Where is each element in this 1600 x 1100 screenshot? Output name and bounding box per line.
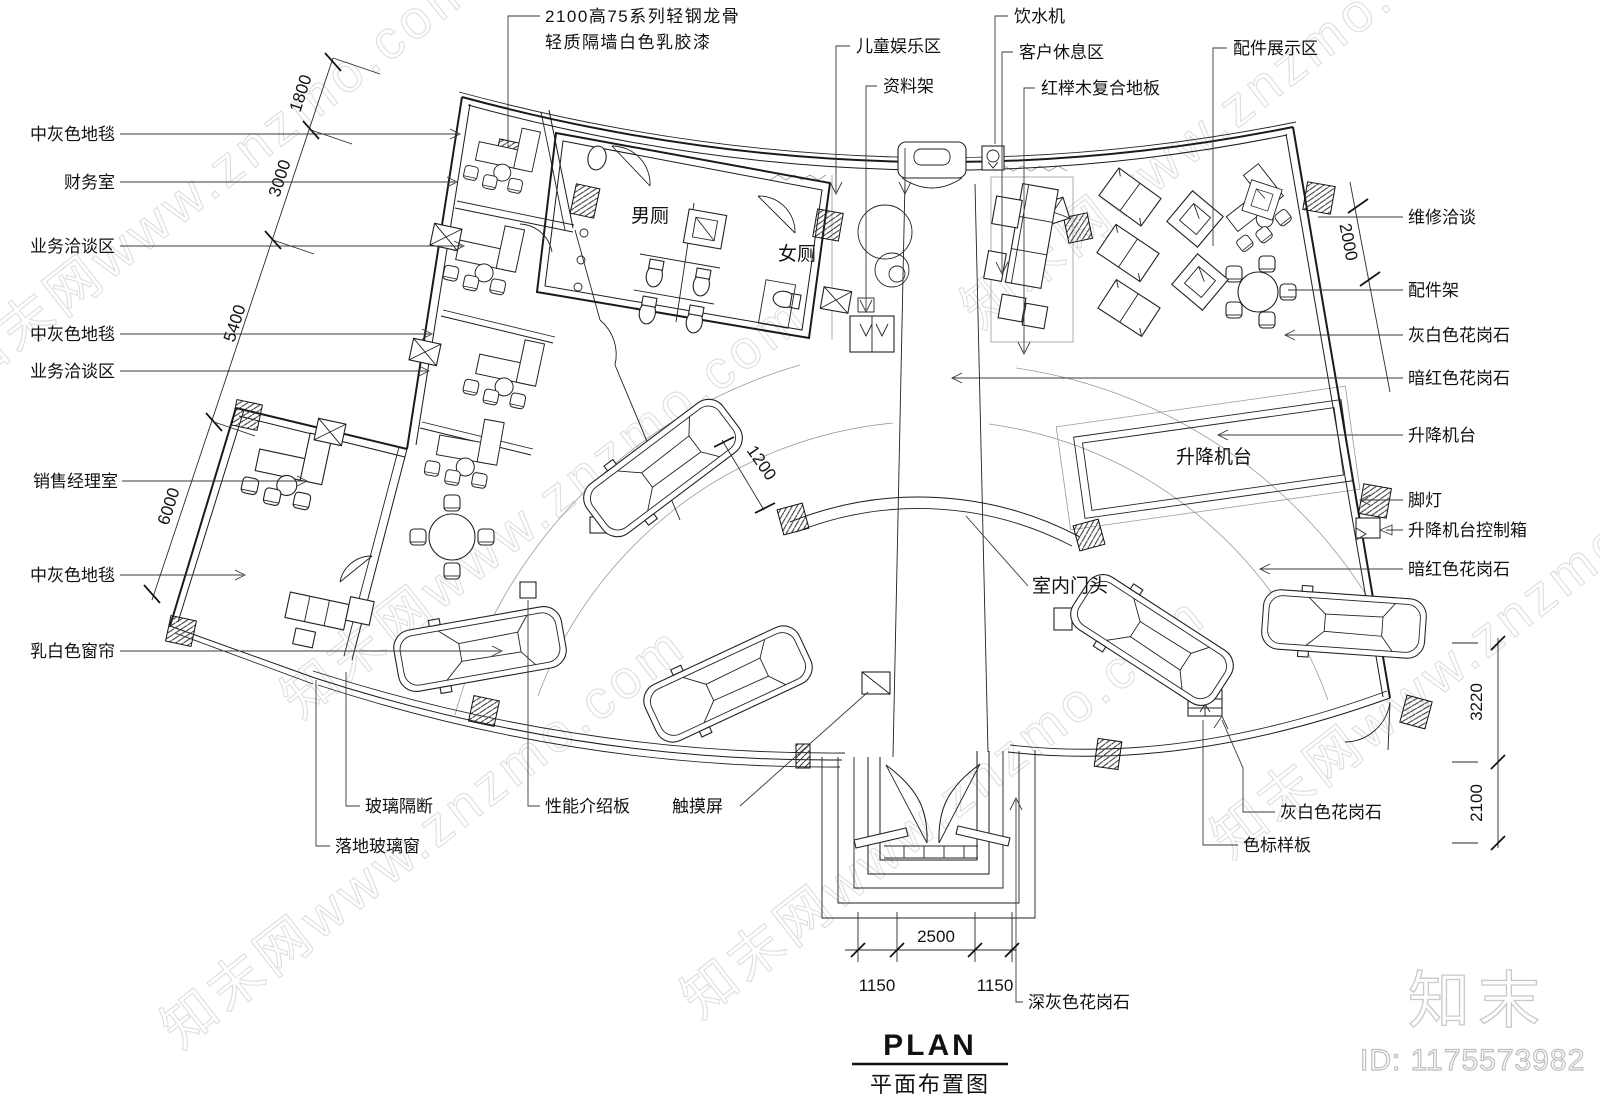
label-lift-platform-plan: 升降机台 [1176,446,1252,468]
door-leaf [885,764,928,844]
label-indoor-door-head: 室内门头 [1032,575,1108,597]
lounge-sofa [983,182,1059,330]
corridor-wall-right [974,183,989,753]
label-wall-note-2: 轻质隔墙白色乳胶漆 [545,33,712,52]
dim-1150-left: 1150 [859,976,896,995]
round-table [1225,255,1297,329]
label-business-area-2: 业务洽谈区 [30,362,115,381]
label-kids-area: 儿童娱乐区 [856,37,941,56]
label-gray-carpet-2: 中灰色地毯 [30,325,115,344]
label-white-curtain: 乳白色窗帘 [30,642,115,661]
label-dark-gray-granite: 深灰色花岗石 [1028,993,1130,1012]
desk-cluster [462,118,541,197]
site-branding: 知末 ID: 1175573982 [1359,966,1585,1077]
dim-5400: 5400 [220,302,250,344]
leader-lines [120,15,1403,1003]
reception-desk [897,141,967,189]
manager-sofa [284,591,375,649]
dim-1150-right: 1150 [977,976,1014,995]
label-accessory-display: 配件展示区 [1233,39,1318,58]
info-rack [849,315,895,353]
label-lift-control: 升降机台控制箱 [1408,521,1527,540]
label-beech-floor: 红榉木复合地板 [1041,79,1160,98]
label-water-dispenser: 饮水机 [1014,7,1065,26]
car [1259,582,1429,666]
desk-cluster [423,410,504,491]
desk-cluster [461,329,544,412]
lift-platform [1073,399,1353,519]
toilet-block [535,131,832,340]
dimensions: 1800 3000 5400 6000 2000 1200 3220 2100 … [143,52,1506,995]
label-dark-red-granite-2: 暗红色花岗石 [1408,560,1510,579]
label-gray-carpet-1: 中灰色地毯 [30,125,115,144]
dim-2000: 2000 [1335,222,1361,263]
label-info-rack: 资料架 [883,77,934,96]
dim-2100: 2100 [1467,784,1486,822]
label-dark-red-granite-1: 暗红色花岗石 [1408,369,1510,388]
image-id-label: ID: 1175573982 [1360,1044,1585,1077]
furniture [239,118,1429,755]
small-board [1053,607,1073,631]
label-lift-platform-right: 升降机台 [1408,426,1476,445]
callout-labels: 2100高75系列轻钢龙骨 轻质隔墙白色乳胶漆 儿童娱乐区 资料架 饮水机 客户… [30,7,1527,1012]
label-repair-talk: 维修洽谈 [1408,208,1476,227]
label-touch-screen: 触摸屏 [672,797,723,816]
label-floor-glass-window: 落地玻璃窗 [335,837,420,856]
label-female-toilet: 女厕 [778,243,816,265]
corridor-wall-left [892,180,906,758]
znzmo-logo: 知末 [1408,967,1548,1036]
title-block: PLAN 平面布置图 [852,1029,1008,1097]
label-performance-board: 性能介绍板 [545,797,630,816]
label-color-sample: 色标样板 [1243,836,1311,855]
indoor-door-head-arc [789,496,1081,538]
label-wall-note-1: 2100高75系列轻钢龙骨 [545,7,740,26]
label-gray-carpet-3: 中灰色地毯 [30,566,115,585]
label-glass-partition: 玻璃隔断 [365,797,433,816]
dim-3220: 3220 [1467,683,1486,721]
performance-board-item [519,581,537,599]
label-gray-granite-bottom: 灰白色花岗石 [1280,803,1382,822]
water-dispenser [981,145,1005,171]
plan-title: PLAN [883,1029,977,1062]
columns [164,138,1433,771]
lift-control-box [1355,517,1381,541]
label-accessory-rack: 配件架 [1408,281,1459,300]
label-foot-light: 脚灯 [1408,491,1442,510]
door-leaf [938,763,981,844]
label-sales-manager: 销售经理室 [33,472,118,491]
plan-subtitle: 平面布置图 [870,1072,990,1097]
building-walls [169,91,1391,768]
round-table [409,494,495,580]
label-gray-granite-right: 灰白色花岗石 [1408,326,1510,345]
entrance [821,750,1036,919]
touch-screen-item [861,671,891,695]
dim-2500: 2500 [917,927,955,946]
dim-1200: 1200 [743,442,780,484]
label-customer-lounge: 客户休息区 [1019,43,1104,62]
label-finance-room: 财务室 [64,173,115,192]
label-male-toilet: 男厕 [631,206,669,227]
label-business-area-1: 业务洽谈区 [30,237,115,256]
dim-6000: 6000 [154,485,184,527]
